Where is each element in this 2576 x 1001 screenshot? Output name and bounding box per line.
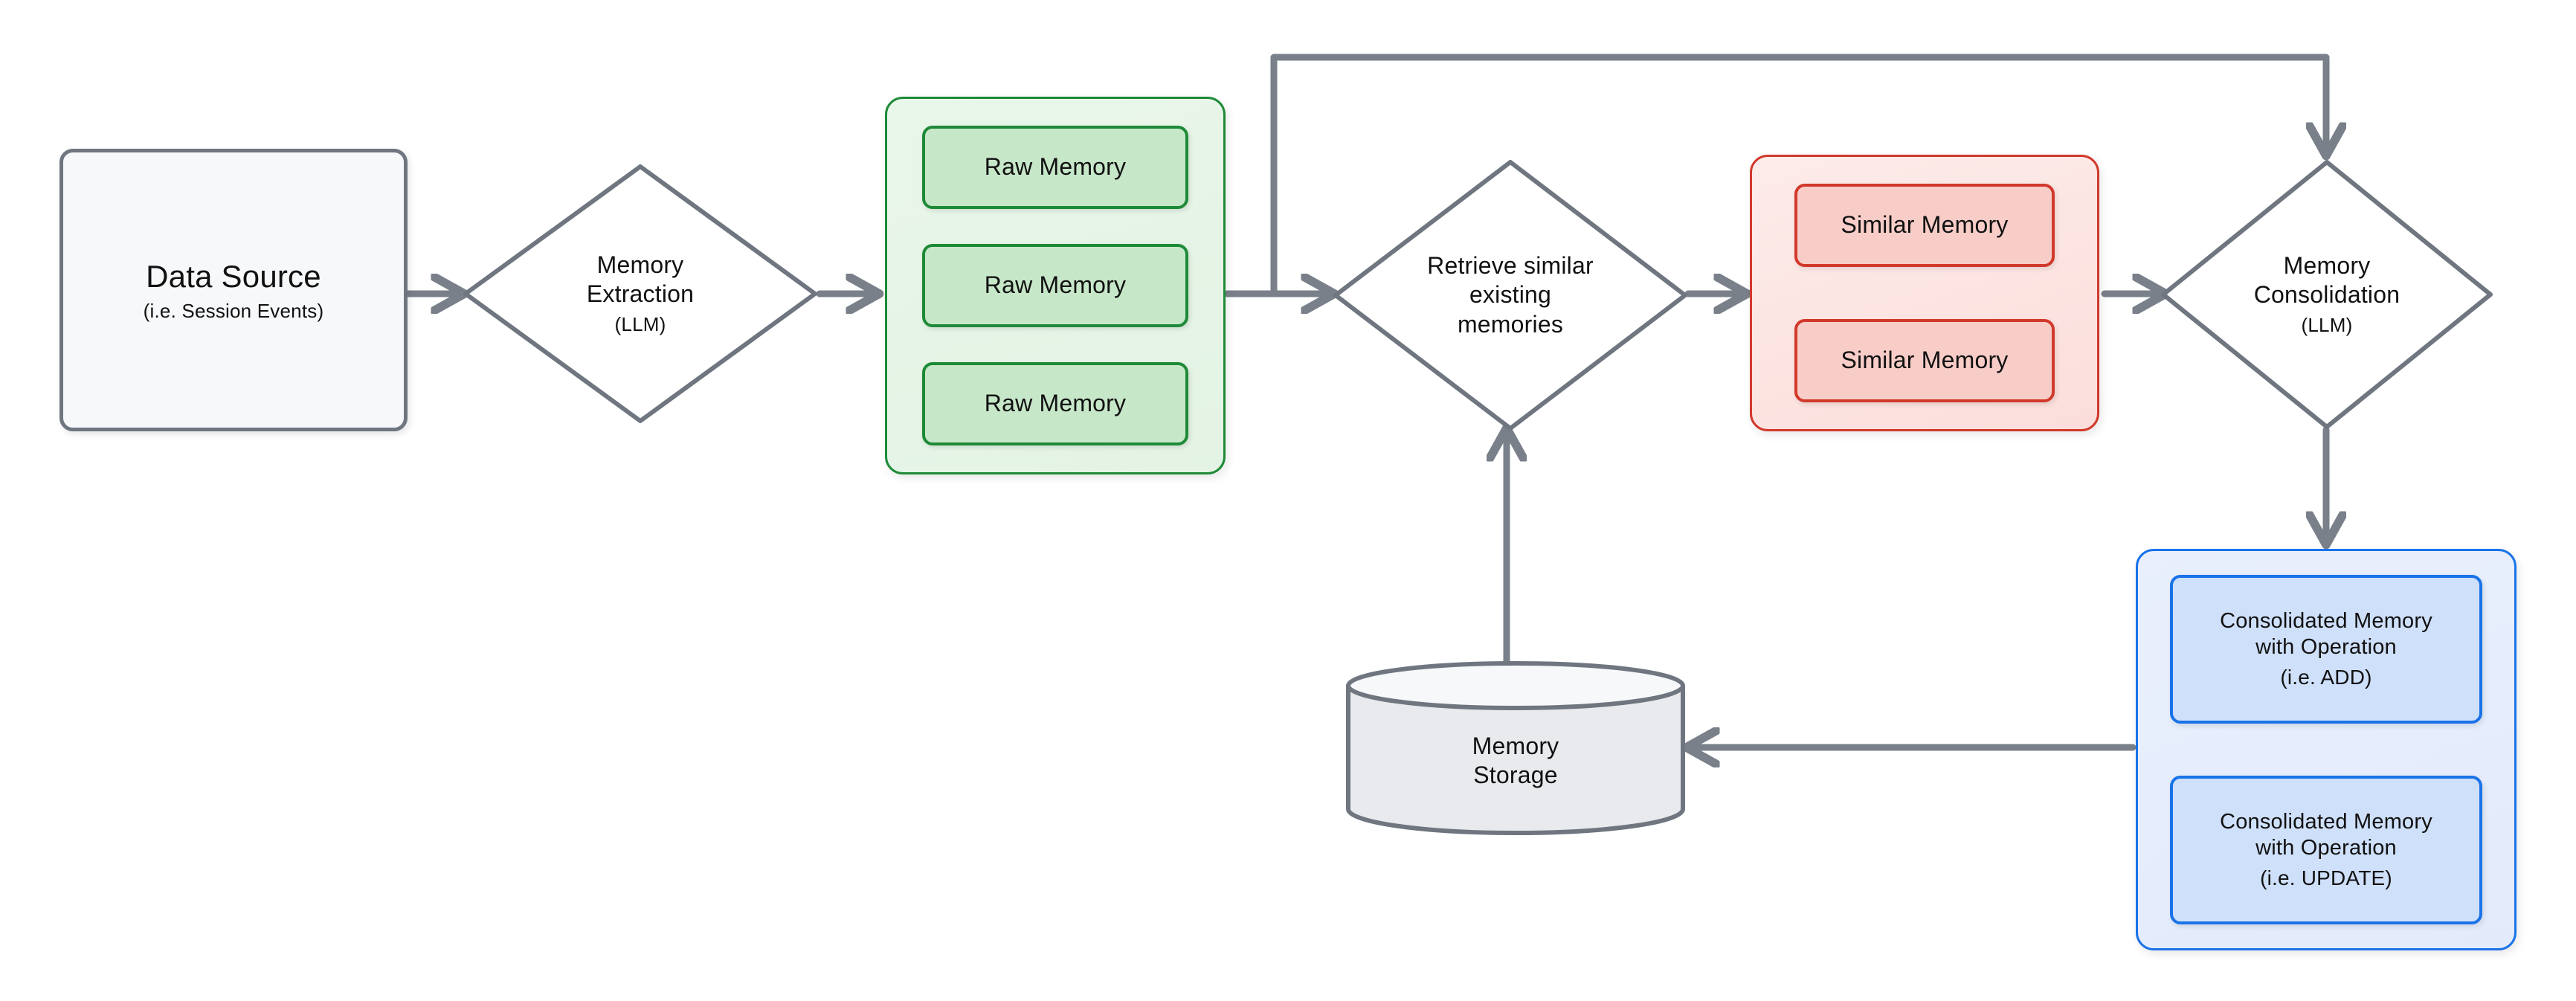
- similar-memory-label: Similar Memory: [1841, 211, 2009, 239]
- chip-raw-memory[interactable]: Raw Memory: [922, 126, 1188, 209]
- retrieve-similar-line2: existing: [1469, 281, 1552, 309]
- chip-raw-memory[interactable]: Raw Memory: [922, 362, 1188, 445]
- consolidated-memory-add-line1: Consolidated Memory: [2220, 608, 2432, 633]
- node-memory-extraction[interactable]: Memory Extraction (LLM): [461, 162, 820, 425]
- consolidated-memory-add-subtitle: (i.e. ADD): [2280, 666, 2372, 689]
- consolidated-memory-update-line2: with Operation: [2255, 835, 2397, 860]
- node-retrieve-similar-memories[interactable]: Retrieve similar existing memories: [1331, 158, 1690, 433]
- group-consolidated-memory: Consolidated Memory with Operation (i.e.…: [2136, 549, 2517, 950]
- raw-memory-label: Raw Memory: [984, 390, 1127, 417]
- memory-consolidation-line1: Memory: [2283, 252, 2371, 280]
- similar-memory-label: Similar Memory: [1841, 347, 2009, 374]
- retrieve-similar-line1: Retrieve similar: [1427, 252, 1594, 280]
- chip-consolidated-memory-add[interactable]: Consolidated Memory with Operation (i.e.…: [2170, 575, 2482, 724]
- data-source-subtitle: (i.e. Session Events): [143, 299, 324, 322]
- memory-extraction-line1: Memory: [596, 251, 684, 279]
- memory-extraction-line2: Extraction: [586, 280, 695, 308]
- memory-extraction-shape: [463, 164, 817, 423]
- group-raw-memory: Raw Memory Raw Memory Raw Memory: [885, 97, 1226, 474]
- consolidated-memory-update-subtitle: (i.e. UPDATE): [2260, 866, 2392, 890]
- retrieve-similar-shape: [1333, 160, 1687, 431]
- retrieve-similar-line3: memories: [1457, 310, 1564, 338]
- consolidated-memory-add-line2: with Operation: [2255, 634, 2397, 659]
- node-memory-storage[interactable]: Memory Storage: [1345, 661, 1687, 835]
- raw-memory-label: Raw Memory: [984, 271, 1127, 299]
- memory-storage-shape: [1346, 661, 1685, 835]
- raw-memory-label: Raw Memory: [984, 153, 1127, 181]
- chip-similar-memory[interactable]: Similar Memory: [1794, 319, 2055, 402]
- node-memory-consolidation[interactable]: Memory Consolidation (LLM): [2159, 158, 2495, 431]
- memory-consolidation-line2: Consolidation: [2253, 281, 2400, 309]
- chip-consolidated-memory-update[interactable]: Consolidated Memory with Operation (i.e.…: [2170, 776, 2482, 924]
- memory-storage-line2: Storage: [1473, 762, 1558, 788]
- data-source-title: Data Source: [146, 258, 321, 294]
- chip-similar-memory[interactable]: Similar Memory: [1794, 184, 2055, 267]
- consolidated-memory-update-line1: Consolidated Memory: [2220, 809, 2432, 834]
- memory-storage-line1: Memory: [1472, 732, 1559, 759]
- node-data-source[interactable]: Data Source (i.e. Session Events): [59, 149, 408, 431]
- chip-raw-memory[interactable]: Raw Memory: [922, 244, 1188, 327]
- memory-extraction-subtitle: (LLM): [614, 313, 666, 336]
- memory-consolidation-subtitle: (LLM): [2301, 314, 2353, 337]
- memory-consolidation-shape: [2161, 160, 2493, 429]
- group-similar-memory: Similar Memory Similar Memory: [1750, 155, 2099, 431]
